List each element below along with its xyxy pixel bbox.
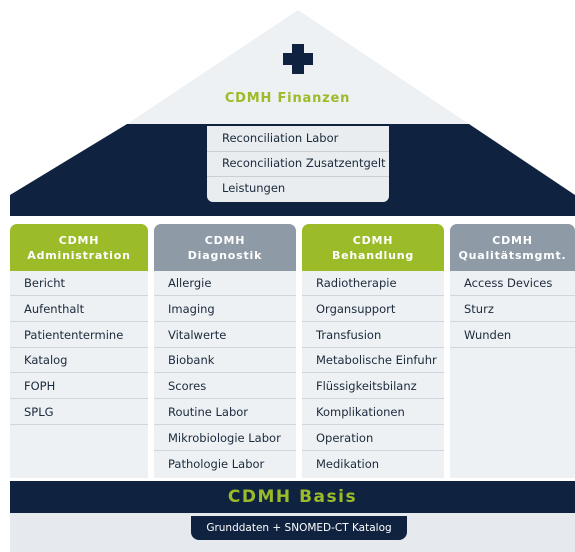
divider [302, 372, 444, 374]
divider [154, 346, 296, 348]
list-item-label: Patiententermine [24, 327, 124, 342]
column-header-diagnostik: CDMH Diagnostik [154, 224, 296, 271]
divider [450, 320, 575, 322]
list-item-label: Katalog [24, 353, 68, 368]
divider [10, 295, 148, 296]
divider [10, 398, 148, 400]
list-item: Flüssigkeitsbilanz [302, 374, 444, 400]
basis-subtitle: Grunddaten + SNOMED-CT Katalog [191, 516, 407, 540]
column-header-administration: CDMH Administration [10, 224, 148, 271]
list-item: Sturz [450, 297, 575, 322]
list-item: FOPH [10, 374, 148, 400]
list-item-label: Access Devices [464, 276, 553, 290]
list-item-label: Operation [316, 430, 374, 445]
list-item-label: Aufenthalt [24, 301, 85, 316]
divider [10, 424, 148, 425]
list-item: Transfusion [302, 323, 444, 348]
list-item: Mikrobiologie Labor [154, 426, 296, 451]
column-header-qualitaetsmgmt: CDMH Qualitätsmgmt. [450, 224, 575, 271]
list-item-label: Organsupport [316, 301, 396, 316]
column-header-line1: CDMH [492, 233, 533, 247]
list-item-label: Scores [168, 379, 207, 394]
list-item-label: Medikation [316, 456, 380, 471]
divider [302, 346, 444, 348]
divider [10, 320, 148, 322]
divider [450, 346, 575, 348]
divider [450, 295, 575, 296]
column-header-line1: CDMH [204, 233, 246, 247]
divider [302, 424, 444, 425]
list-item: Operation [302, 426, 444, 451]
finanzen-item: Reconciliation Labor [222, 131, 339, 145]
list-item: Komplikationen [302, 400, 444, 425]
list-item-label: Vitalwerte [168, 327, 227, 342]
divider [207, 176, 389, 177]
list-item-label: SPLG [24, 405, 54, 419]
column-administration: Bericht Aufenthalt Patiententermine Kata… [10, 271, 148, 478]
divider [154, 320, 296, 322]
divider [302, 449, 444, 451]
list-item: Biobank [154, 348, 296, 374]
divider [154, 424, 296, 425]
list-item-label: Allergie [168, 276, 212, 290]
list-item: Aufenthalt [10, 297, 148, 322]
list-item: Routine Labor [154, 400, 296, 425]
divider [10, 372, 148, 374]
list-item-label: Sturz [464, 301, 494, 316]
list-item: Access Devices [450, 271, 575, 296]
finanzen-title: CDMH Finanzen [224, 91, 351, 106]
column-diagnostik: Allergie Imaging Vitalwerte Biobank Scor… [154, 271, 296, 478]
column-header-behandlung: CDMH Behandlung [302, 224, 444, 271]
list-item-label: Bericht [24, 276, 66, 290]
divider [154, 372, 296, 374]
list-item: Pathologie Labor [154, 452, 296, 477]
list-item: Bericht [10, 271, 148, 296]
column-behandlung: Radiotherapie Organsupport Transfusion M… [302, 271, 444, 478]
column-header-line2: Behandlung [331, 248, 415, 262]
column-header-line1: CDMH [58, 233, 100, 247]
finanzen-item: Reconciliation Zusatzentgelt [222, 156, 386, 170]
finanzen-item: Leistungen [222, 181, 286, 195]
list-item: Katalog [10, 348, 148, 374]
divider [154, 398, 296, 400]
basis-title: CDMH Basis [10, 481, 575, 513]
list-item: Patiententermine [10, 323, 148, 348]
list-item-label: Wunden [464, 327, 512, 342]
list-item-label: Biobank [168, 353, 215, 368]
list-item: Scores [154, 374, 296, 400]
column-header-line2: Administration [27, 248, 131, 262]
divider [302, 398, 444, 400]
list-item: Metabolische Einfuhr [302, 348, 444, 374]
finanzen-list: Reconciliation Labor Reconciliation Zusa… [207, 126, 389, 202]
list-item-label: Routine Labor [168, 405, 249, 419]
list-item-label: FOPH [24, 379, 56, 394]
list-item: Allergie [154, 271, 296, 296]
list-item-label: Metabolische Einfuhr [316, 353, 437, 368]
divider [154, 449, 296, 451]
divider [10, 346, 148, 348]
divider [302, 320, 444, 322]
column-header-line2: Diagnostik [187, 248, 263, 262]
column-qualitaetsmgmt: Access Devices Sturz Wunden [450, 271, 575, 478]
list-item: Radiotherapie [302, 271, 444, 296]
list-item: Imaging [154, 297, 296, 322]
list-item-label: Flüssigkeitsbilanz [316, 379, 417, 394]
list-item-label: Komplikationen [316, 405, 405, 419]
list-item: Wunden [450, 323, 575, 348]
column-header-line1: CDMH [352, 233, 394, 247]
list-item-label: Radiotherapie [316, 276, 397, 290]
list-item-label: Transfusion [316, 327, 382, 342]
divider [154, 295, 296, 296]
medical-cross-icon [283, 44, 313, 74]
list-item: Medikation [302, 452, 444, 477]
list-item: SPLG [10, 400, 148, 425]
list-item: Organsupport [302, 297, 444, 322]
list-item-label: Imaging [168, 301, 215, 316]
list-item: Vitalwerte [154, 323, 296, 348]
divider [207, 151, 389, 152]
list-item-label: Mikrobiologie Labor [168, 430, 281, 445]
divider [302, 295, 444, 296]
list-item-label: Pathologie Labor [168, 456, 265, 471]
column-header-line2: Qualitätsmgmt. [458, 248, 567, 262]
